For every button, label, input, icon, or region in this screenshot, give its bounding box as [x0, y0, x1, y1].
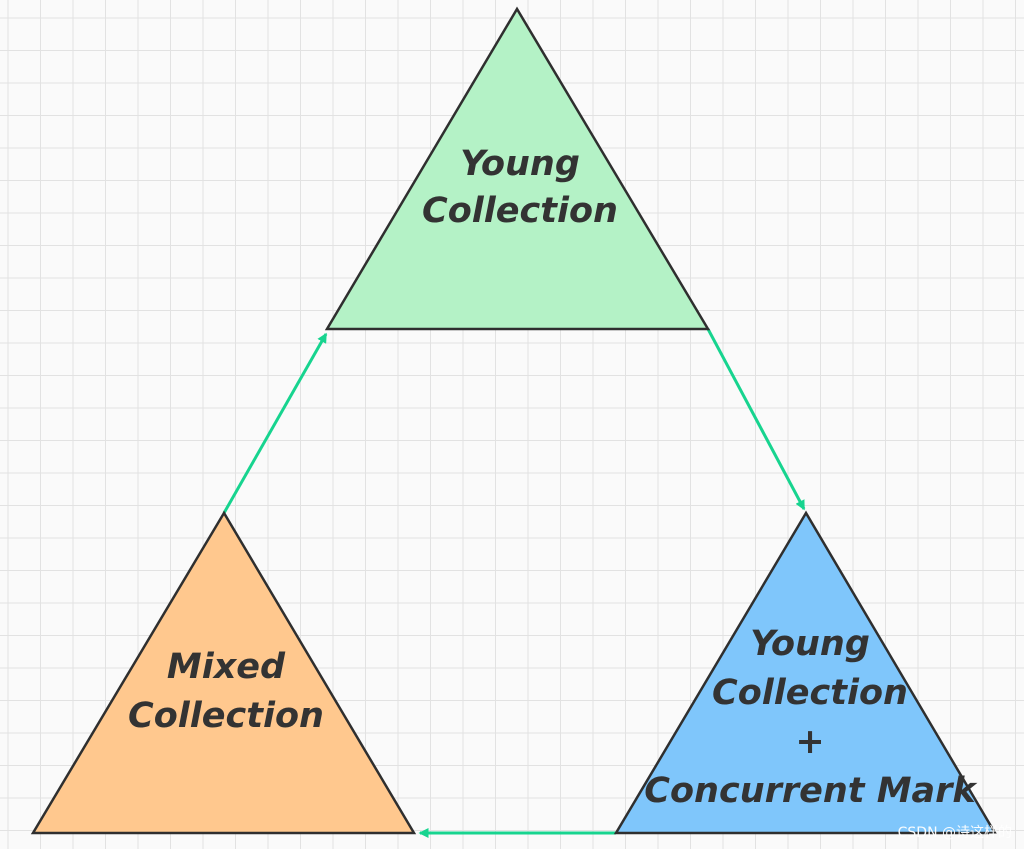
node-label-line: Collection: [422, 191, 618, 231]
triangle-nodes: YoungCollectionYoungCollection+Concurren…: [30, 6, 998, 835]
node-label-line: Young: [460, 144, 580, 184]
node-label-line: Concurrent Mark: [644, 771, 978, 811]
node-label-line: +: [795, 722, 824, 762]
flow-arrows: [222, 328, 806, 838]
triangle-icon: [324, 6, 711, 331]
node-label-line: Collection: [128, 696, 324, 736]
triangle-icon: [30, 510, 417, 835]
node-label-line: Young: [750, 624, 870, 664]
watermark-text: CSDN @诗这样的: [898, 824, 1012, 841]
node-label-line: Mixed: [167, 647, 286, 687]
triangle-icon: [613, 510, 998, 835]
arrow-young-to-young-mark: [706, 328, 806, 511]
node-label-line: Collection: [712, 673, 908, 713]
arrow-mixed-to-young: [222, 332, 328, 514]
